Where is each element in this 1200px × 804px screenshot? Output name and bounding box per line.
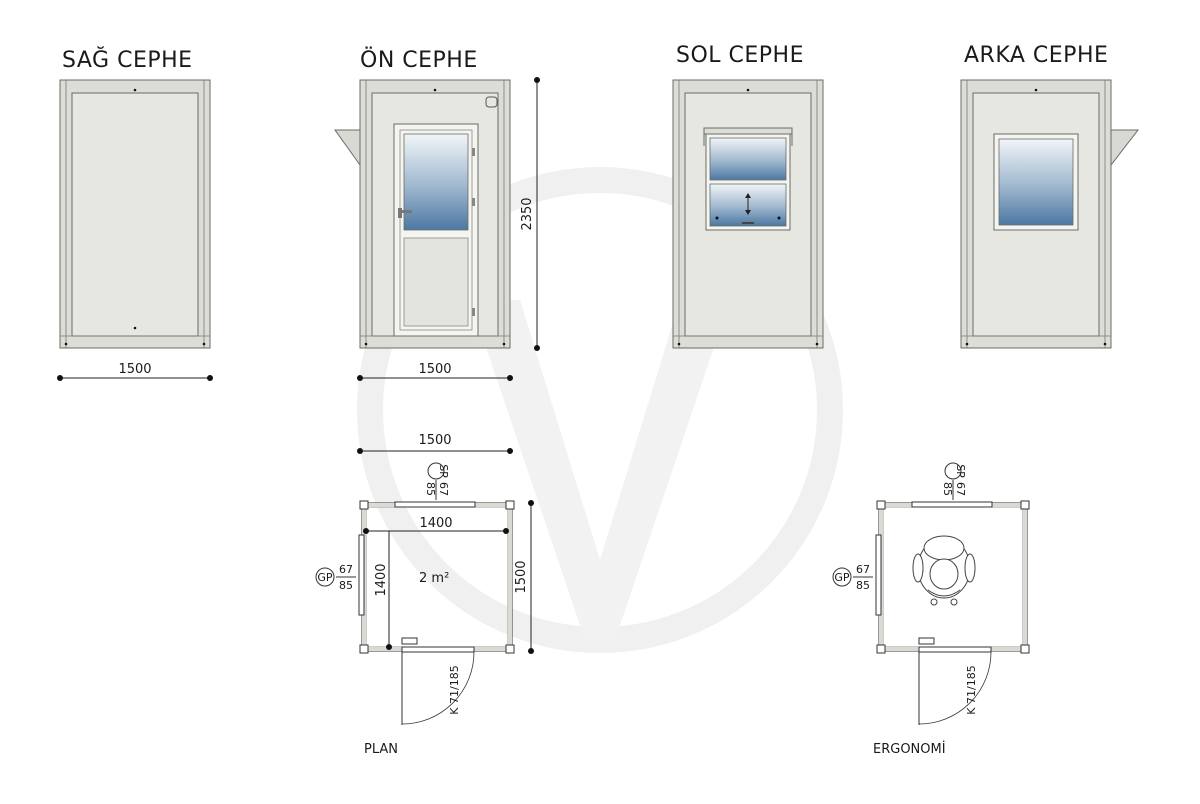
right-width-dim: 1500 [118, 362, 151, 377]
plan-gp-b: 85 [339, 579, 353, 592]
plan-door-tag: K 71/185 [448, 665, 461, 714]
plan-inner-height-dim: 1400 [374, 563, 389, 596]
plan-area: 2 m² [419, 571, 449, 586]
front-elevation-title: ÖN CEPHE [360, 47, 478, 73]
front-width-dim: 1500 [418, 362, 451, 377]
ergo-gp-tag: GP [834, 571, 850, 584]
left-elevation-title: SOL CEPHE [676, 43, 804, 68]
plan-label: PLAN [364, 742, 398, 757]
back-window-glass [998, 138, 1074, 226]
plan-sp-a: 67 [437, 482, 450, 496]
right-elevation: SAĞ CEPHE 1500 [57, 47, 213, 381]
ergo-sp-b: 85 [941, 482, 954, 496]
back-elevation: ARKA CEPHE [960, 43, 1140, 349]
front-elevation: ÖN CEPHE 1500 2350 [334, 47, 540, 381]
ergo-gp-b: 85 [856, 579, 870, 592]
door-glass [403, 133, 469, 231]
left-window-upper [709, 137, 787, 181]
front-height-dim: 2350 [520, 197, 535, 230]
ergo-gp-a: 67 [856, 563, 870, 576]
plan-view: 1500 SP 67 85 K 71/185 1400 [315, 433, 534, 757]
plan-sp-b: 85 [424, 482, 437, 496]
plan-outer-depth-dim: 1500 [514, 560, 529, 593]
left-elevation: SOL CEPHE [672, 43, 824, 349]
ergo-door-tag: K 71/185 [965, 665, 978, 714]
plan-outer-width-dim: 1500 [418, 433, 451, 448]
plan-gp-a: 67 [339, 563, 353, 576]
plan-inner-width-dim: 1400 [419, 516, 452, 531]
ergo-sp-a: 67 [954, 482, 967, 496]
ergo-sp-tag: SP [954, 464, 967, 478]
back-elevation-title: ARKA CEPHE [964, 43, 1108, 68]
person-figure [912, 535, 976, 606]
right-elevation-title: SAĞ CEPHE [62, 47, 193, 73]
ergonomics-view: SP 67 85 K 71/185 [832, 462, 1030, 757]
plan-sp-tag: SP [437, 464, 450, 478]
ergonomics-label: ERGONOMİ [873, 741, 946, 757]
plan-gp-tag: GP [317, 571, 333, 584]
watermark-logo [357, 167, 843, 653]
